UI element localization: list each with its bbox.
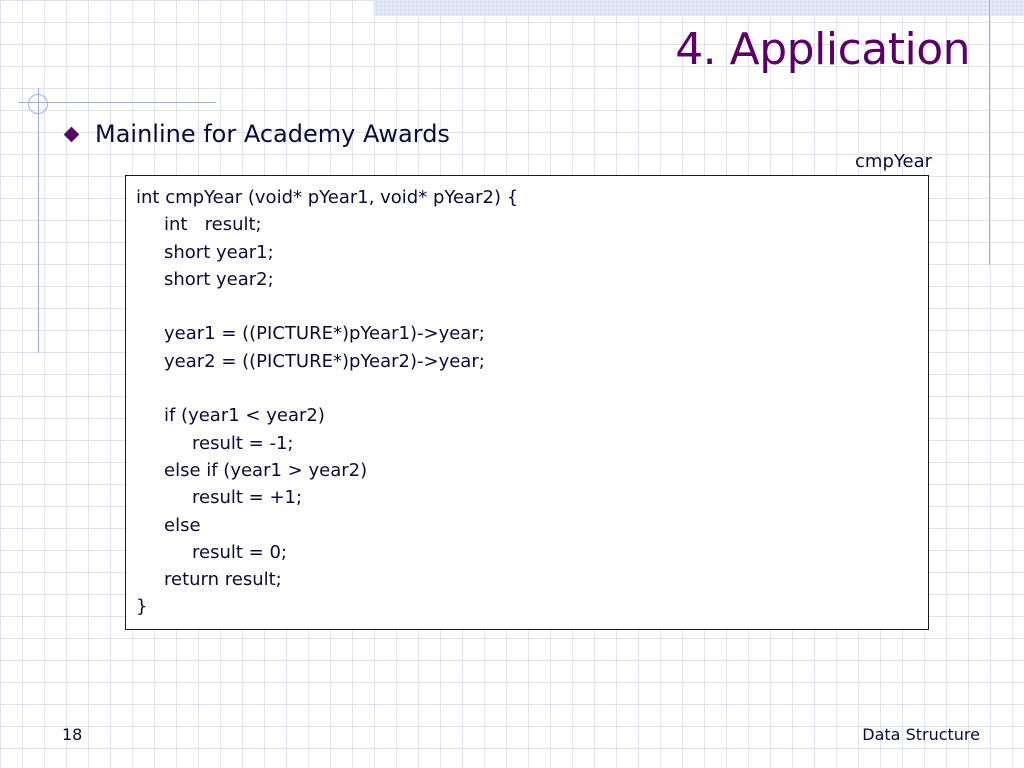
code-line: result = -1; — [192, 432, 294, 454]
code-line: } — [136, 596, 148, 618]
page-number: 18 — [62, 725, 83, 744]
code-line: result = 0; — [192, 541, 287, 563]
code-line: year1 = ((PICTURE*)pYear1)->year; — [164, 323, 485, 345]
code-line: else if (year1 > year2) — [164, 459, 368, 481]
top-decorative-band — [375, 0, 1024, 16]
code-caption: cmpYear — [855, 151, 932, 172]
corner-circle-decoration — [28, 94, 48, 114]
right-vertical-rule — [989, 0, 990, 265]
code-line: year2 = ((PICTURE*)pYear2)->year; — [164, 350, 485, 372]
bullet-item: Mainline for Academy Awards — [63, 120, 450, 148]
code-line — [136, 375, 928, 402]
code-line — [136, 293, 928, 320]
left-horizontal-rule — [18, 102, 216, 103]
code-line: return result; — [164, 569, 282, 591]
footer-title: Data Structure — [862, 725, 980, 744]
code-block: int cmpYear (void* pYear1, void* pYear2)… — [125, 175, 929, 630]
code-line: short year2; — [164, 268, 274, 290]
code-line: int result; — [164, 214, 262, 236]
slide-title: 4. Application — [675, 24, 970, 75]
diamond-bullet-icon — [63, 126, 80, 142]
left-vertical-rule — [38, 88, 39, 353]
code-line: result = +1; — [192, 487, 303, 509]
code-line: short year1; — [164, 241, 274, 263]
code-line: else — [164, 514, 201, 536]
code-line: if (year1 < year2) — [164, 405, 325, 427]
code-line: int cmpYear (void* pYear1, void* pYear2)… — [136, 187, 519, 208]
bullet-text: Mainline for Academy Awards — [95, 120, 450, 148]
